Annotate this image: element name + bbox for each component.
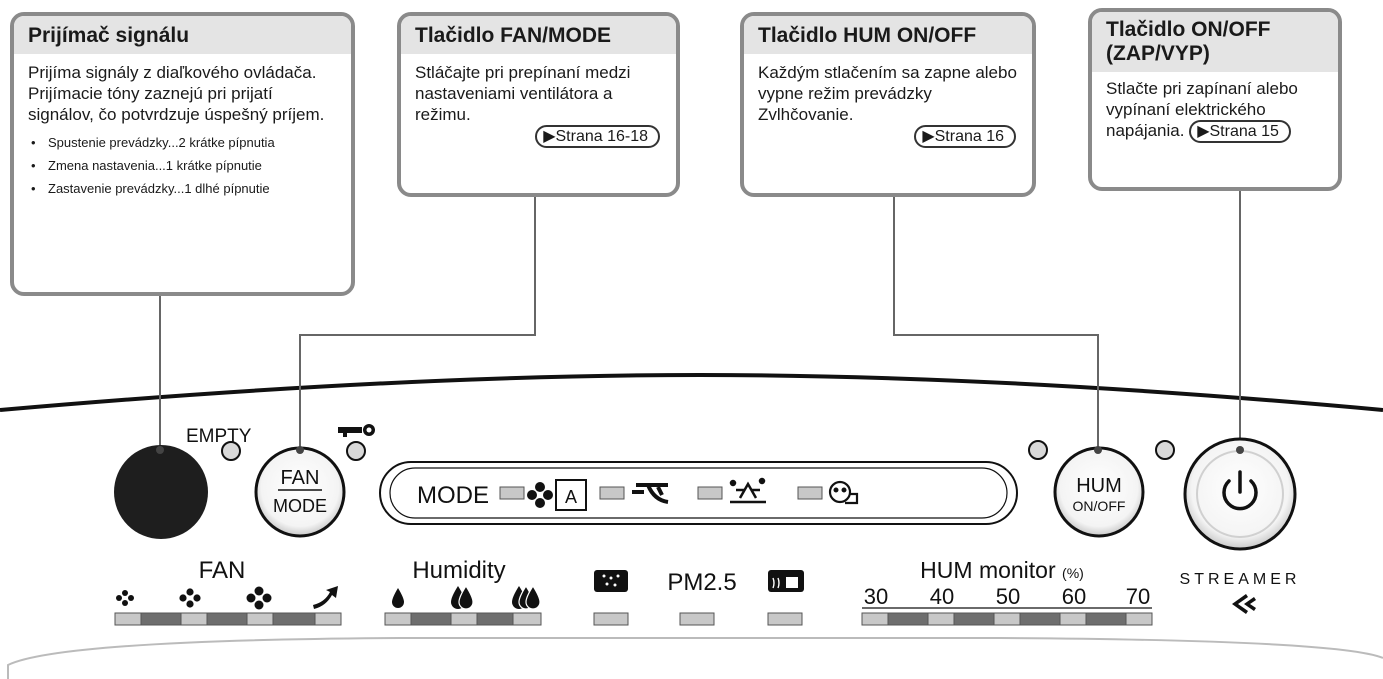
fan-speed-2-icon [179,588,201,608]
odor-sensor-icon [768,570,804,592]
callout-title: Tlačidlo ON/OFF (ZAP/VYP) [1092,12,1338,72]
mode-display [379,461,1018,525]
auto-icon-letter: A [565,487,577,507]
hum-description: Každým stlačením sa zapne alebo vypne re… [758,63,1017,124]
pm25-lamp [679,612,715,626]
fan-mode-button[interactable] [254,446,346,538]
power-icon [1222,479,1258,511]
power-lamp [1155,440,1175,460]
mode-label: MODE [417,482,489,509]
leader-hum [893,197,1099,450]
humidity-bar [384,612,542,626]
power-description: Stlačte pri zapínaní alebo vypínaní elek… [1106,79,1298,140]
streamer-label: STREAMER [1180,571,1301,588]
dot-receiver [156,446,164,454]
dot-power [1236,446,1244,454]
hum-scale-50: 50 [996,584,1020,609]
callout-title: Prijímač signálu [14,16,351,54]
pm25-label: PM2.5 [667,569,736,596]
leader-fan-mode [299,197,536,450]
streamer-logo-icon [1232,594,1256,614]
dot-hum [1094,446,1102,454]
drop-2-icon [451,584,474,610]
quiet-icon [828,480,859,505]
fan-speed-3-icon [246,586,272,610]
panel-lower-edge [7,637,1383,679]
hum-scale-60: 60 [1062,584,1086,609]
hum-monitor-bar [861,612,1153,626]
receiver-description: Prijíma signály z diaľkového ovládača. P… [28,63,325,124]
hum-scale-40: 40 [930,584,954,609]
callout-hum-on-off: Tlačidlo HUM ON/OFF Každým stlačením sa … [740,12,1036,197]
odor-lamp [767,612,803,626]
list-item: Zastavenie prevádzky...1 dlhé pípnutie [28,177,339,200]
hum-button-bottom: ON/OFF [1073,498,1126,514]
signal-receiver [114,445,208,539]
dust-sensor-icon [594,570,628,592]
callout-power: Tlačidlo ON/OFF (ZAP/VYP) Stlačte pri za… [1088,8,1342,191]
mode-lamp-pollen [697,486,723,500]
list-item: Spustenie prevádzky...2 krátke pípnutia [28,131,339,154]
callout-signal-receiver: Prijímač signálu Prijíma signály z diaľk… [10,12,355,296]
dust-lamp [593,612,629,626]
fan-button-bottom: MODE [273,496,327,516]
fan-label: FAN [199,557,246,584]
drop-3-icon [512,584,541,610]
page-reference: ▶Strana 16-18 [535,125,660,148]
pollen-icon [729,477,766,504]
fan-speed-1-icon [116,590,134,606]
fan-speed-icons [116,586,272,610]
hum-lamp [1028,440,1048,460]
auto-icon-frame [555,479,587,511]
dot-fan-mode [296,446,304,454]
hum-button-top: HUM [1076,475,1122,497]
leader-lines [159,191,1241,450]
key-icon [338,424,375,437]
callout-fan-mode: Tlačidlo FAN/MODE Stláčajte pri prepínan… [397,12,680,197]
fan-bar [114,612,342,626]
mode-lamp-turbo [599,486,625,500]
callout-text: Stlačte pri zapínaní alebo vypínaní elek… [1092,72,1338,143]
turbo-icon [632,483,669,504]
power-button[interactable] [1183,437,1297,551]
mode-lamp-auto [499,486,525,500]
lock-lamp [346,441,366,461]
hum-scale: 30 40 50 60 70 [864,584,1150,609]
callout-text: Prijíma signály z diaľkového ovládača. P… [14,54,351,200]
list-item: Zmena nastavenia...1 krátke pípnutie [28,154,339,177]
mode-lamp-quiet [797,486,823,500]
drop-1-icon [392,588,404,608]
page-reference: ▶Strana 16 [914,125,1016,148]
empty-label: EMPTY [186,426,252,447]
hum-scale-30: 30 [864,584,888,609]
turbo-arrow-icon [313,586,338,609]
callout-text: Stláčajte pri prepínaní medzi nastavenia… [401,54,676,148]
hum-monitor-unit: (%) [1062,565,1084,581]
empty-lamp [221,441,241,461]
beep-list: Spustenie prevádzky...2 krátke pípnutia … [28,131,339,200]
panel-outline [0,372,1383,412]
callout-title: Tlačidlo FAN/MODE [401,16,676,54]
fan-mode-description: Stláčajte pri prepínaní medzi nastavenia… [415,63,631,124]
hum-scale-70: 70 [1126,584,1150,609]
humidity-label: Humidity [412,557,505,584]
fan-auto-icon [527,482,553,508]
fan-button-top: FAN [281,467,320,489]
hum-monitor-label: HUM monitor (%) [920,557,1084,583]
callout-title: Tlačidlo HUM ON/OFF [744,16,1032,54]
callout-text: Každým stlačením sa zapne alebo vypne re… [744,54,1032,148]
page-reference: ▶Strana 15 [1189,120,1291,143]
